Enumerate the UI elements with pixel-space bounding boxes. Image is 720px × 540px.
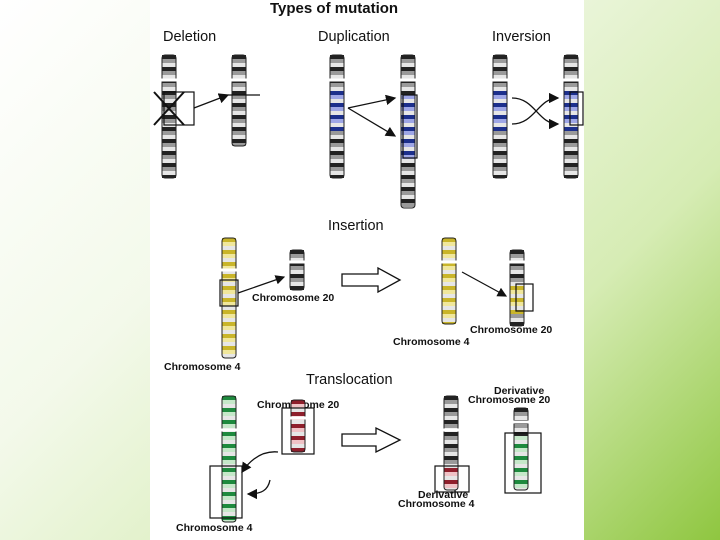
label-translocation-chr4: Chromosome 4 [176, 522, 253, 534]
derivative-chr20-box [504, 432, 542, 494]
duplication-result-chromosome [400, 54, 416, 209]
figure-title: Types of mutation [270, 0, 398, 17]
duplication-region-box [402, 94, 418, 159]
translocation-chromosome-4 [221, 395, 237, 523]
translocation-process-arrow [341, 426, 402, 454]
translocation-chr4-box [209, 465, 243, 519]
mutation-types-figure: Types of mutation Deletion Duplication I… [150, 0, 584, 540]
label-deletion: Deletion [163, 29, 216, 45]
deletion-original-chromosome [161, 54, 177, 179]
deletion-cross-line-2 [153, 91, 185, 126]
translocation-arrow-chr4-to-chr20 [246, 479, 271, 500]
inversion-arrow-1 [511, 97, 560, 130]
insertion-process-arrow [341, 266, 402, 294]
inversion-region-box [569, 91, 584, 126]
deletion-arrow [193, 93, 230, 109]
insertion-chromosome-20 [289, 249, 305, 291]
derivative-chr4-box [434, 465, 470, 493]
label-derivative-chr20-line1: Derivative [494, 385, 544, 397]
label-insertion: Insertion [328, 218, 384, 234]
derivative-chromosome-20 [513, 407, 529, 491]
insertion-result-arrow [461, 271, 508, 297]
label-derivative-chr20-line2: Chromosome 20 [468, 394, 550, 406]
label-insertion-result-chr20: Chromosome 20 [470, 324, 552, 336]
translocation-arrow-chr20-to-chr4 [241, 451, 279, 474]
insertion-result-chromosome-4 [441, 237, 457, 325]
duplication-arrow-1 [347, 94, 397, 109]
derivative-chromosome-4 [443, 395, 459, 491]
label-insertion-chr20: Chromosome 20 [252, 292, 334, 304]
insertion-chromosome-4 [221, 237, 237, 359]
insertion-move-arrow [237, 275, 286, 294]
label-inversion: Inversion [492, 29, 551, 45]
insertion-result-chromosome-20 [509, 249, 525, 327]
label-duplication: Duplication [318, 29, 390, 45]
inversion-result-chromosome [563, 54, 579, 179]
label-insertion-result-chr4: Chromosome 4 [393, 336, 470, 348]
label-insertion-chr4: Chromosome 4 [164, 361, 241, 373]
label-derivative-chr4-line2: Chromosome 4 [398, 498, 475, 510]
duplication-original-chromosome [329, 54, 345, 179]
translocation-chr20-box [281, 407, 315, 455]
deletion-result-chromosome [231, 54, 247, 147]
duplication-arrow-2 [347, 107, 397, 137]
deletion-region-box [163, 91, 195, 126]
insertion-target-box [515, 283, 534, 312]
translocation-chromosome-20 [290, 399, 306, 453]
inversion-original-chromosome [492, 54, 508, 179]
label-translocation: Translocation [306, 372, 393, 388]
inversion-arrow-2 [511, 92, 560, 125]
mutation-diagram: Types of mutation Deletion Duplication I… [153, 0, 584, 534]
